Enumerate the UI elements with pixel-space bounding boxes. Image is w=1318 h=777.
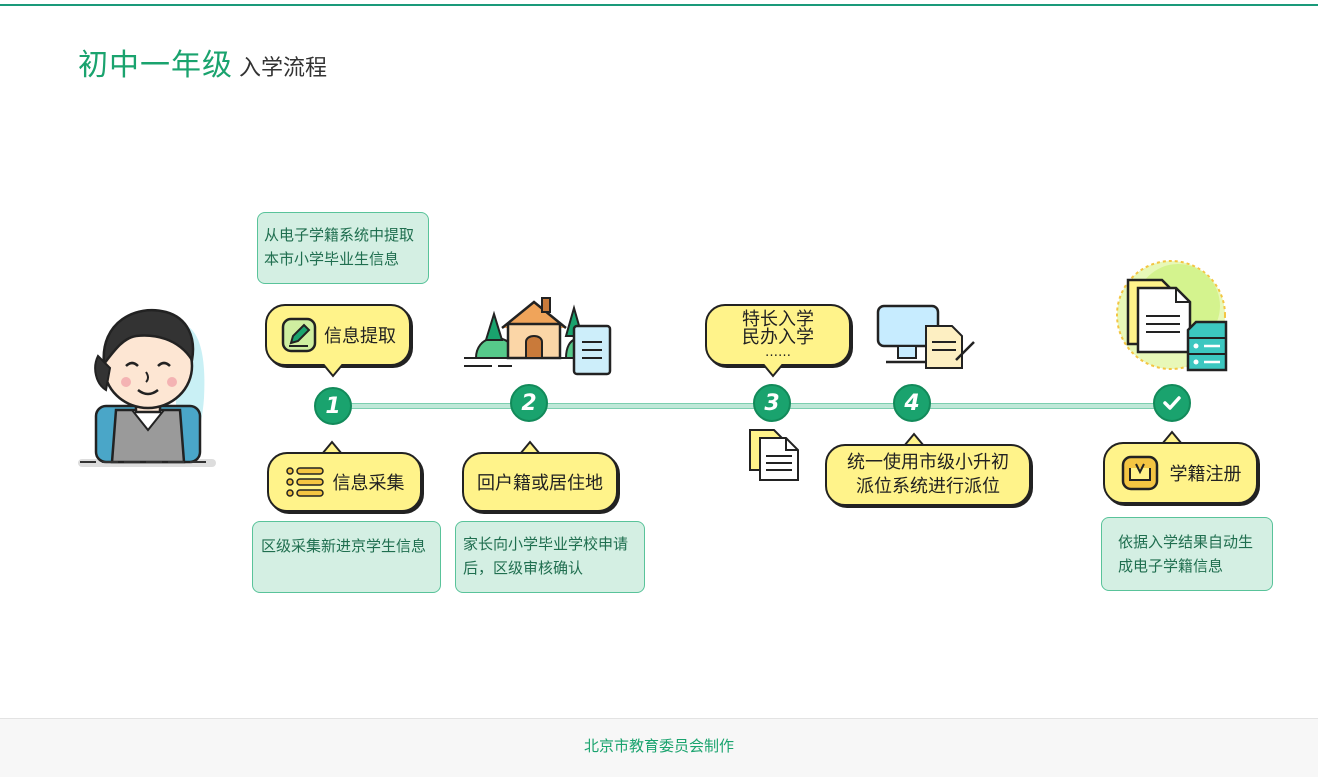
bubble-assign-line2: 派位系统进行派位 xyxy=(856,476,1000,497)
step-node-4: 4 xyxy=(893,384,931,422)
step-node-done xyxy=(1153,384,1191,422)
note-hukou: 家长向小学毕业学校申请 后，区级审核确认 xyxy=(455,521,645,593)
bubble-special-line2: 民办入学 xyxy=(742,327,814,348)
bubble-extract-label: 信息提取 xyxy=(324,326,396,347)
footer: 北京市教育委员会制作 xyxy=(0,718,1318,777)
step-node-1: 1 xyxy=(314,387,352,425)
bubble-special: 特长入学 民办入学 …… xyxy=(705,304,851,366)
bubble-special-tail xyxy=(763,364,783,378)
inbox-icon xyxy=(1121,455,1158,491)
bubble-assign: 统一使用市级小升初 派位系统进行派位 xyxy=(825,444,1031,506)
note-collect-line1: 区级采集新进京学生信息 xyxy=(261,537,427,555)
note-extract-line1: 从电子学籍系统中提取 xyxy=(264,226,415,244)
note-collect: 区级采集新进京学生信息 xyxy=(252,521,441,593)
bubble-special-line1: 特长入学 xyxy=(742,309,814,330)
edit-icon xyxy=(281,317,317,353)
bubble-collect: 信息采集 xyxy=(267,452,422,512)
page-title: 初中一年级入学流程 xyxy=(78,40,327,84)
note-register: 依据入学结果自动生 成电子学籍信息 xyxy=(1101,517,1273,591)
bubble-assign-line1: 统一使用市级小升初 xyxy=(847,452,1009,473)
bubble-collect-tail xyxy=(322,440,342,454)
note-hukou-line1: 家长向小学毕业学校申请 xyxy=(463,535,629,553)
bubble-extract: 信息提取 xyxy=(265,304,411,366)
page-title-sub: 入学流程 xyxy=(239,56,328,81)
bubble-register-tail xyxy=(1162,430,1182,444)
bubble-hukou-tail xyxy=(520,440,540,454)
note-hukou-line2: 后，区级审核确认 xyxy=(463,559,584,577)
step-node-2: 2 xyxy=(510,384,548,422)
bubble-assign-tail xyxy=(904,432,924,446)
bubble-hukou-label: 回户籍或居住地 xyxy=(477,473,603,494)
bubble-register: 学籍注册 xyxy=(1103,442,1258,504)
bubble-collect-label: 信息采集 xyxy=(332,473,405,494)
check-icon xyxy=(1163,396,1181,410)
documents-icon xyxy=(749,429,799,481)
note-register-line1: 依据入学结果自动生 xyxy=(1118,533,1254,551)
note-register-line2: 成电子学籍信息 xyxy=(1118,557,1224,575)
top-divider xyxy=(0,4,1318,6)
bubble-extract-tail xyxy=(323,364,343,378)
note-extract: 从电子学籍系统中提取 本市小学毕业生信息 xyxy=(257,212,429,284)
note-extract-line2: 本市小学毕业生信息 xyxy=(264,250,400,268)
student-avatar-icon xyxy=(78,308,216,467)
bubble-hukou: 回户籍或居住地 xyxy=(462,452,618,512)
house-icon xyxy=(464,297,612,376)
bubble-special-line3: …… xyxy=(765,345,791,360)
computer-icon xyxy=(876,304,975,369)
list-icon xyxy=(285,467,324,497)
server-documents-icon xyxy=(1116,260,1228,372)
step-node-3: 3 xyxy=(753,384,791,422)
page-title-main: 初中一年级 xyxy=(78,48,233,83)
footer-credit: 北京市教育委员会制作 xyxy=(583,737,734,755)
bubble-register-label: 学籍注册 xyxy=(1169,464,1242,485)
